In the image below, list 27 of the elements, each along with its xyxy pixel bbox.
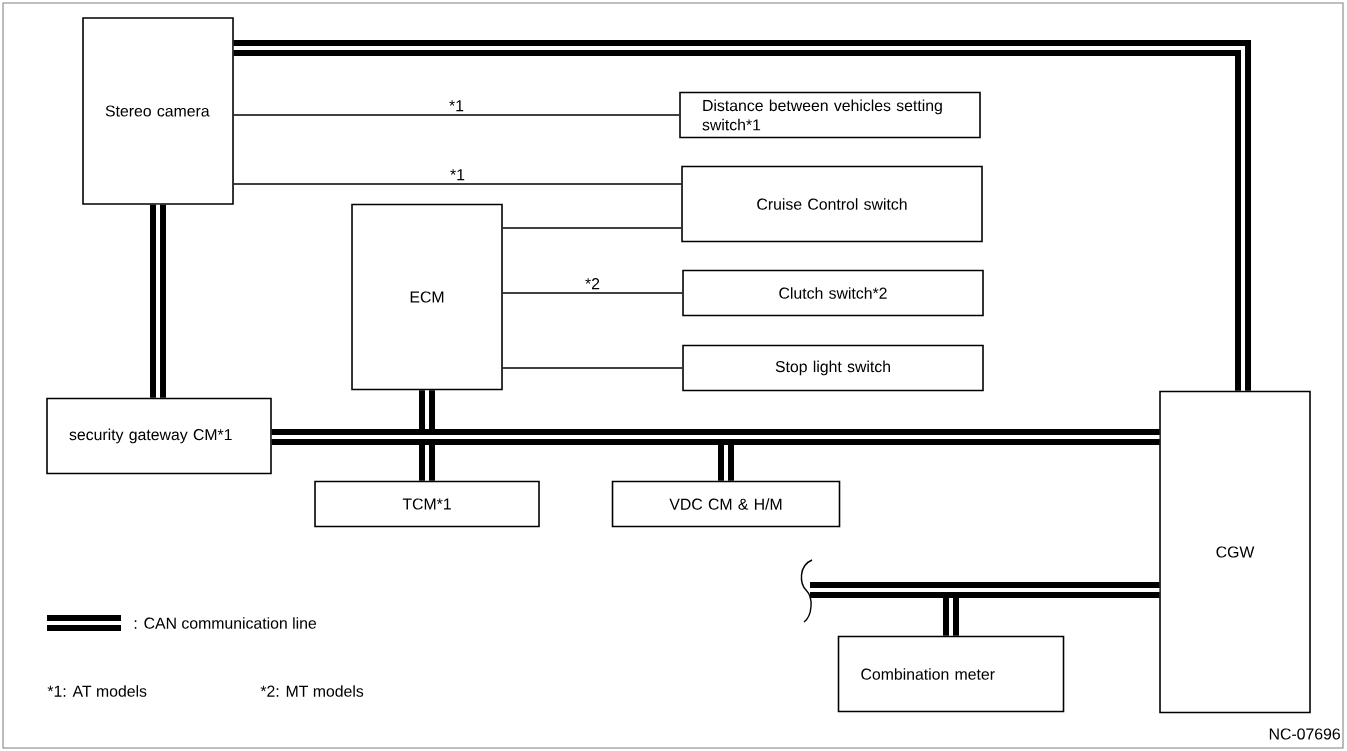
can-bus-line xyxy=(810,582,1160,598)
wire xyxy=(233,183,682,185)
module-box: ECM xyxy=(351,203,503,391)
edge-label: *2 xyxy=(585,278,600,290)
module-box: Combination meter xyxy=(837,635,1065,713)
reference-code: NC-07696 xyxy=(1269,728,1340,740)
wire xyxy=(233,114,680,116)
module-box: Distance between vehicles setting switch*1 xyxy=(679,91,981,139)
module-box: Clutch switch*2 xyxy=(682,269,984,317)
edge-label: *1 xyxy=(450,169,465,181)
footnote: *2: MT models xyxy=(260,685,364,697)
module-box: Stop light switch xyxy=(682,344,984,392)
legend-text: : CAN communication line xyxy=(134,617,317,629)
wire xyxy=(502,292,683,294)
can-bus-line xyxy=(233,40,1251,391)
module-box: TCM*1 xyxy=(314,480,540,528)
can-bus-line xyxy=(271,429,1160,445)
module-box: Stereo camera xyxy=(82,17,234,205)
can-bus-line xyxy=(150,204,166,398)
footnote: *1: AT models xyxy=(47,685,147,697)
edge-label: *1 xyxy=(449,100,464,112)
module-box: CGW xyxy=(1159,390,1311,714)
wire xyxy=(502,227,682,229)
wire xyxy=(502,367,683,369)
module-box: security gateway CM*1 xyxy=(46,397,272,475)
module-box: VDC CM & H/M xyxy=(611,480,841,528)
module-box: Cruise Control switch xyxy=(681,165,983,243)
